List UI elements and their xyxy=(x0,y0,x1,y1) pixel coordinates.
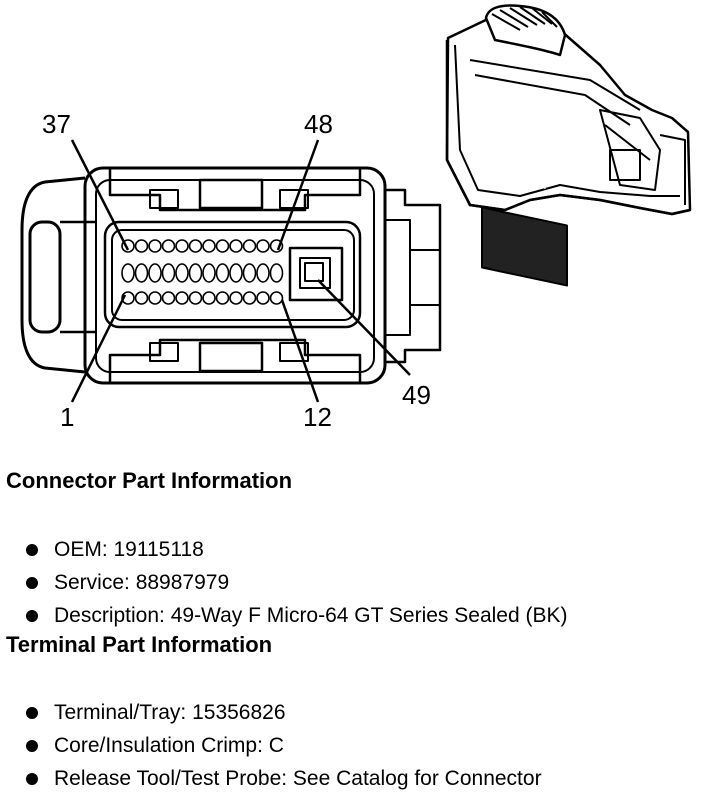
terminal-cavity xyxy=(161,291,176,305)
bullet-icon xyxy=(26,610,38,622)
terminal-cavity xyxy=(229,263,243,283)
connector-description: Description: 49-Way F Micro-64 GT Series… xyxy=(54,604,568,627)
pin-label-48: 48 xyxy=(304,109,333,139)
terminal-cavity xyxy=(148,239,162,253)
terminal-cavity xyxy=(242,263,257,283)
terminal-cavity-grid xyxy=(121,239,284,305)
oem-number: OEM: 19115118 xyxy=(54,538,204,561)
connector-diagram: 37 48 1 12 49 xyxy=(20,4,692,432)
terminal-cavity xyxy=(269,263,284,283)
bullet-icon xyxy=(26,773,38,785)
terminal-cavity xyxy=(188,263,203,283)
terminal-cavity xyxy=(188,239,203,253)
list-item: Release Tool/Test Probe: See Catalog for… xyxy=(6,762,542,795)
connector-part-information-title: Connector Part Information xyxy=(6,468,293,493)
leader-lines xyxy=(70,139,411,403)
terminal-cavity xyxy=(256,291,270,305)
connector-part-list: OEM: 19115118 Service: 88987979 Descript… xyxy=(6,533,568,632)
list-item: Core/Insulation Crimp: C xyxy=(6,729,542,762)
terminal-cavity xyxy=(256,263,270,283)
terminal-cavity xyxy=(161,263,176,283)
terminal-cavity xyxy=(175,263,189,283)
terminal-cavity xyxy=(134,263,149,283)
terminal-cavity xyxy=(175,291,189,305)
bullet-icon xyxy=(26,740,38,752)
terminal-cavity xyxy=(215,291,230,305)
terminal-cavity xyxy=(269,291,284,305)
bullet-icon xyxy=(26,707,38,719)
list-item: OEM: 19115118 xyxy=(6,533,568,566)
terminal-cavity xyxy=(202,263,216,283)
list-item: Service: 88987979 xyxy=(6,566,568,599)
pin-label-1: 1 xyxy=(60,402,74,432)
pin-label-49: 49 xyxy=(402,380,431,410)
terminal-cavity xyxy=(134,291,149,305)
terminal-cavity xyxy=(242,239,257,253)
terminal-cavity xyxy=(202,291,216,305)
terminal-cavity xyxy=(134,239,149,253)
terminal-cavity xyxy=(161,239,176,253)
terminal-cavity xyxy=(215,263,230,283)
terminal-cavity xyxy=(256,239,270,253)
release-tool-test-probe: Release Tool/Test Probe: See Catalog for… xyxy=(54,767,542,790)
terminal-cavity xyxy=(188,291,203,305)
terminal-cavity xyxy=(215,239,230,253)
terminal-cavity xyxy=(229,291,243,305)
pin-label-12: 12 xyxy=(303,402,332,432)
terminal-part-information-title: Terminal Part Information xyxy=(6,632,273,657)
terminal-cavity xyxy=(202,239,216,253)
terminal-cavity xyxy=(229,239,243,253)
terminal-cavity xyxy=(121,263,135,283)
connector-isometric-view xyxy=(445,4,692,287)
terminal-cavity xyxy=(148,263,162,283)
bullet-icon xyxy=(26,544,38,556)
list-item: Terminal/Tray: 15356826 xyxy=(6,696,542,729)
pin-label-37: 37 xyxy=(42,109,71,139)
terminal-cavity xyxy=(242,291,257,305)
terminal-tray: Terminal/Tray: 15356826 xyxy=(54,701,286,724)
core-insulation-crimp: Core/Insulation Crimp: C xyxy=(54,734,284,757)
terminal-part-information: Terminal Part Information Terminal/Tray:… xyxy=(6,632,542,795)
service-number: Service: 88987979 xyxy=(54,571,230,594)
terminal-cavity xyxy=(175,239,189,253)
list-item: Description: 49-Way F Micro-64 GT Series… xyxy=(6,599,568,632)
terminal-part-list: Terminal/Tray: 15356826 Core/Insulation … xyxy=(6,696,542,795)
connector-part-information: Connector Part Information OEM: 19115118… xyxy=(6,468,568,632)
connector-face-view xyxy=(20,166,442,385)
terminal-cavity xyxy=(148,291,162,305)
bullet-icon xyxy=(26,577,38,589)
